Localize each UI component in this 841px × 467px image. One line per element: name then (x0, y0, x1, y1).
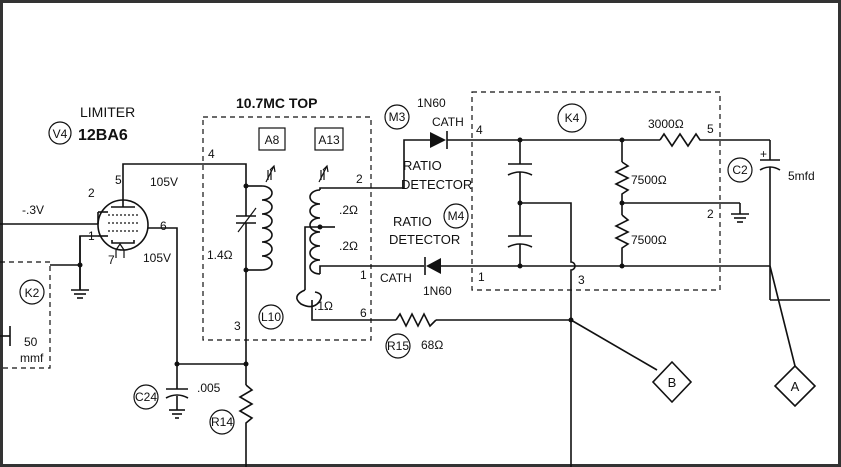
can-a8: A8 (265, 133, 280, 147)
output-points: B A (568, 265, 830, 467)
c2-value: 5mfd (788, 169, 815, 183)
can-a13: A13 (318, 133, 340, 147)
m3-cath: CATH (432, 115, 464, 129)
k4-r-b: 7500Ω (631, 233, 667, 247)
m4-cath: CATH (380, 271, 412, 285)
c2-label: C2 (732, 163, 748, 177)
point-b: B (668, 375, 677, 390)
m3-type: 1N60 (417, 96, 446, 110)
grid-voltage: -.3V (22, 203, 44, 217)
secondary-res-2: .2Ω (339, 239, 358, 253)
tertiary-res: .1Ω (314, 299, 333, 313)
k4-pin-5: 5 (707, 122, 714, 136)
tube-pin-5: 5 (115, 173, 122, 187)
transformer-title: 10.7MC TOP (236, 95, 317, 111)
tube-screen-voltage: 105V (143, 251, 171, 265)
c24-label: C24 (135, 390, 157, 404)
m3-label: M3 (389, 110, 406, 124)
tube-wiring: C24 .005 R14 (0, 163, 254, 467)
tube-v4: LIMITER V4 12BA6 5 2 1 6 7 105V 105V -.3… (22, 104, 178, 267)
k2-block: K2 50 mmf (0, 261, 51, 369)
diode-m3: M3 1N60 CATH RATIO DETECTOR (380, 96, 472, 192)
k2-label: K2 (25, 286, 40, 300)
k2-value-2: mmf (20, 351, 44, 365)
tube-pin-6: 6 (160, 219, 167, 233)
m3-role-1: RATIO (403, 158, 442, 173)
tube-plate-voltage: 105V (150, 175, 178, 189)
transformer-pin-1: 1 (360, 268, 367, 282)
resistor-r15: R15 68Ω (385, 312, 443, 359)
k4-pin-4: 4 (476, 123, 483, 137)
k4-pin-3: 3 (578, 273, 585, 287)
l10-label: L10 (261, 310, 281, 324)
transformer-pin-3: 3 (234, 319, 241, 333)
m3-role-2: DETECTOR (401, 177, 472, 192)
capacitor-c2: + C2 5mfd (727, 140, 815, 266)
k4-r-series: 3000Ω (648, 117, 684, 131)
tube-title: LIMITER (80, 104, 135, 120)
r15-label: R15 (387, 339, 409, 353)
k4-r-a: 7500Ω (631, 173, 667, 187)
m4-role-2: DETECTOR (389, 232, 460, 247)
tube-ref: V4 (53, 127, 68, 141)
transformer-pin-2: 2 (356, 172, 363, 186)
point-a: A (791, 379, 800, 394)
m4-type: 1N60 (423, 284, 452, 298)
tube-pin-7: 7 (108, 253, 115, 267)
tube-type: 12BA6 (78, 127, 128, 144)
k4-label: K4 (565, 111, 580, 125)
primary-res: 1.4Ω (207, 248, 233, 262)
c24-value: .005 (197, 381, 221, 395)
m4-label: M4 (448, 209, 465, 223)
secondary-res-1: .2Ω (339, 203, 358, 217)
r15-value: 68Ω (421, 338, 443, 352)
module-k4: K4 4 5 2 1 3 3000Ω 7500Ω 7500Ω (470, 91, 770, 320)
m4-role-1: RATIO (393, 214, 432, 229)
diode-m4: M4 RATIO DETECTOR CATH 1N60 (380, 203, 520, 298)
transformer-top: 10.7MC TOP A8 A13 4 3 2 1 6 1.4Ω (202, 95, 571, 341)
k2-value-1: 50 (24, 335, 38, 349)
k4-pin-2: 2 (707, 207, 714, 221)
transformer-pin-4: 4 (208, 147, 215, 161)
r14-label: R14 (211, 415, 233, 429)
svg-text:+: + (760, 147, 767, 161)
tube-pin-2: 2 (88, 186, 95, 200)
k4-pin-1: 1 (478, 270, 485, 284)
transformer-pin-6: 6 (360, 306, 367, 320)
